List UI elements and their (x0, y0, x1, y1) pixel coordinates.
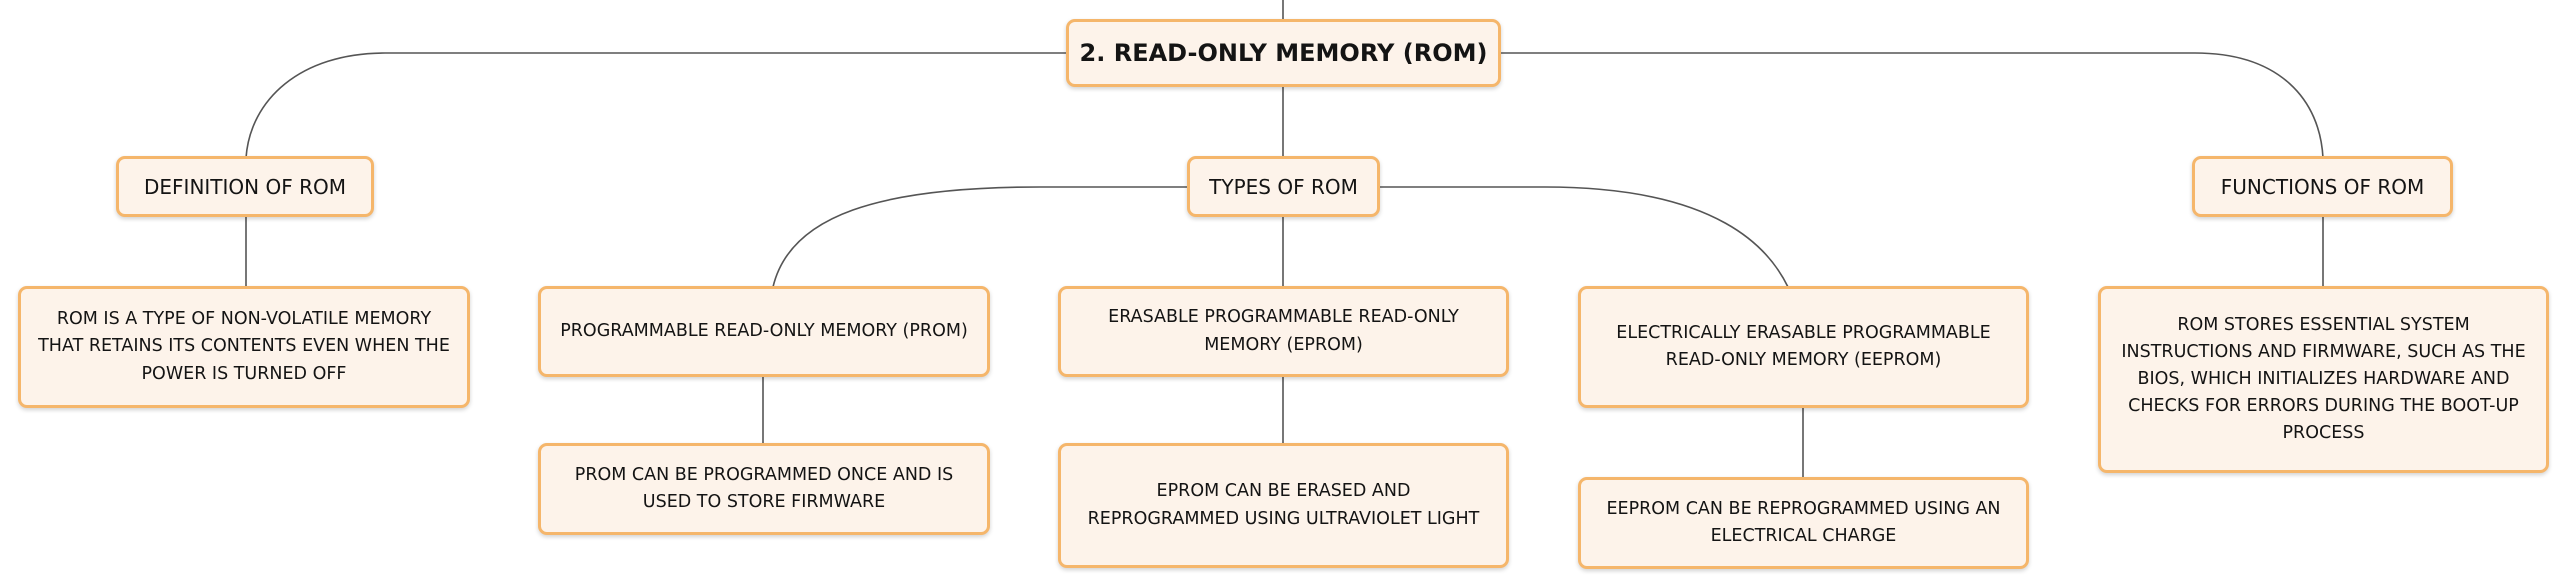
definition-text-node[interactable]: ROM IS A TYPE OF NON-VOLATILE MEMORY THA… (18, 286, 470, 408)
functions-text-node[interactable]: ROM STORES ESSENTIAL SYSTEM INSTRUCTIONS… (2098, 286, 2549, 473)
root-node[interactable]: 2. READ-ONLY MEMORY (ROM) (1066, 19, 1501, 87)
types-node[interactable]: TYPES OF ROM (1187, 156, 1380, 217)
definition-text: ROM IS A TYPE OF NON-VOLATILE MEMORY THA… (38, 309, 450, 384)
types-label: TYPES OF ROM (1209, 174, 1358, 199)
eprom-text-node[interactable]: EPROM CAN BE ERASED AND REPROGRAMMED USI… (1058, 443, 1509, 568)
connector-root-definition (245, 52, 1067, 159)
functions-label: FUNCTIONS OF ROM (2220, 174, 2425, 199)
prom-node[interactable]: PROGRAMMABLE READ-ONLY MEMORY (PROM) (538, 286, 990, 377)
definition-label: DEFINITION OF ROM (144, 174, 346, 199)
connector-types-eeprom (1378, 186, 1789, 288)
functions-node[interactable]: FUNCTIONS OF ROM (2192, 156, 2453, 217)
prom-label: PROGRAMMABLE READ-ONLY MEMORY (PROM) (560, 320, 968, 341)
eprom-text: EPROM CAN BE ERASED AND REPROGRAMMED USI… (1087, 481, 1480, 529)
functions-text: ROM STORES ESSENTIAL SYSTEM INSTRUCTIONS… (2121, 314, 2526, 444)
prom-text-node[interactable]: PROM CAN BE PROGRAMMED ONCE AND IS USED … (538, 443, 990, 535)
root-label: 2. READ-ONLY MEMORY (ROM) (1079, 39, 1488, 67)
connector-types-prom (772, 186, 1188, 288)
eeprom-label: ELECTRICALLY ERASABLE PROGRAMMABLE READ-… (1616, 322, 1991, 370)
eeprom-text: EEPROM CAN BE REPROGRAMMED USING AN ELEC… (1606, 498, 2001, 546)
eprom-label: ERASABLE PROGRAMMABLE READ-ONLY MEMORY (… (1108, 307, 1459, 355)
connector-root-functions (1499, 52, 2324, 159)
eeprom-text-node[interactable]: EEPROM CAN BE REPROGRAMMED USING AN ELEC… (1578, 477, 2029, 569)
definition-node[interactable]: DEFINITION OF ROM (116, 156, 374, 217)
eprom-node[interactable]: ERASABLE PROGRAMMABLE READ-ONLY MEMORY (… (1058, 286, 1509, 377)
prom-text: PROM CAN BE PROGRAMMED ONCE AND IS USED … (574, 464, 954, 512)
eeprom-node[interactable]: ELECTRICALLY ERASABLE PROGRAMMABLE READ-… (1578, 286, 2029, 408)
